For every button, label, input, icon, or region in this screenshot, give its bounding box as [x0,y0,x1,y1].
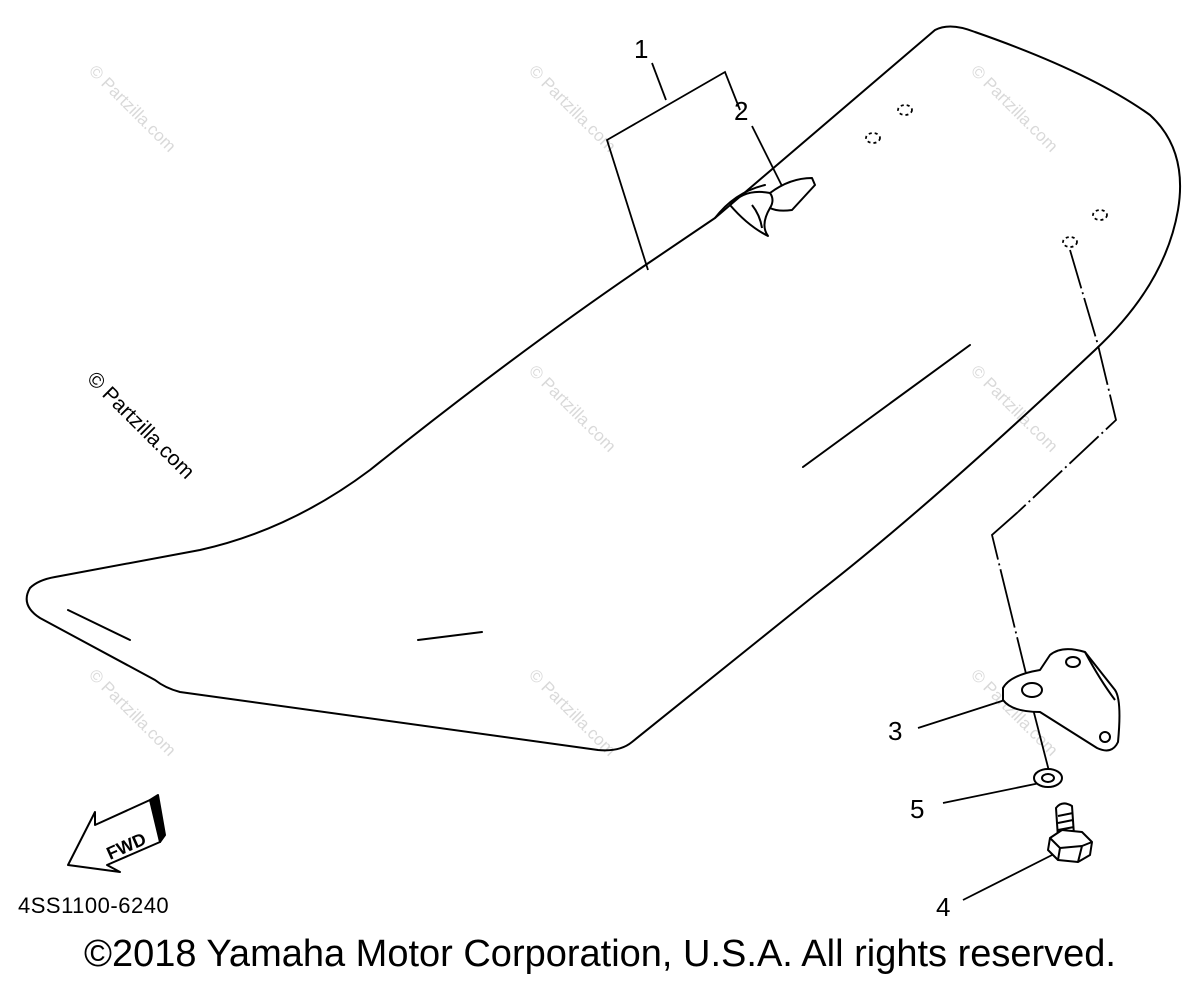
fwd-arrow-body [67,799,161,873]
callout-labels: 1 2 3 5 4 [634,34,950,922]
leader-line-2 [751,125,783,187]
bolt-head-edge [1049,837,1093,863]
watermark-text: © Partzilla.com [85,61,179,155]
bracket-1 [605,70,741,271]
fwd-arrow: FWD [67,794,166,873]
watermark-text: © Partzilla.com [967,61,1061,155]
callout-1: 1 [634,34,648,64]
leader-line-1 [651,62,667,101]
align-line [1017,249,1117,513]
strap-inner [751,204,763,229]
seat-outline [25,25,1182,752]
washer-part [1033,768,1063,788]
watermark-main-text: © Partzilla.com [82,367,198,483]
bolt-thread [1057,812,1074,817]
bracket-outline [1002,648,1121,752]
seat-seam-line [802,344,971,468]
mount-hole [1092,209,1108,221]
mount-hole [897,104,913,116]
bracket-hole [1099,731,1111,743]
strap-fold [769,192,774,209]
watermark-text: © Partzilla.com [85,665,179,759]
bolt-part [1047,802,1093,863]
leader-lines [605,62,1117,901]
seat-seam-line [417,631,483,641]
callout-4: 4 [936,892,950,922]
part-code: 4SS1100-6240 [18,893,170,918]
callout-5: 5 [910,794,924,824]
watermark-text: © Partzilla.com [967,361,1061,455]
washer-inner [1041,773,1055,783]
watermark-text: © Partzilla.com [525,361,619,455]
callout-3: 3 [888,716,902,746]
leader-line-4 [962,851,1059,901]
bolt-head [1047,829,1093,863]
seat [25,25,1182,752]
align-line-bolt [1031,704,1051,776]
copyright-notice: ©2018 Yamaha Motor Corporation, U.S.A. A… [84,933,1116,975]
bolt-thread [1057,826,1075,831]
mount-hole [1062,236,1078,248]
align-line-lower [990,511,1031,691]
seat-seam [714,184,766,219]
bracket-hole [1065,656,1081,668]
mount-hole [865,132,881,144]
leader-line-3 [917,699,1006,729]
bracket-hole [1021,682,1043,698]
callout-2: 2 [734,96,748,126]
strap-part [729,177,816,237]
watermark-text: © Partzilla.com [525,61,619,155]
bracket-part [1002,648,1121,752]
leader-line-5 [942,782,1041,804]
bracket-edge [1084,651,1116,701]
mount-holes [865,104,1108,248]
watermark-group: © Partzilla.com © Partzilla.com © Partzi… [82,61,1061,759]
bolt-thread [1057,819,1074,824]
strap-outline [729,177,816,237]
seat-seam-line [67,609,131,641]
